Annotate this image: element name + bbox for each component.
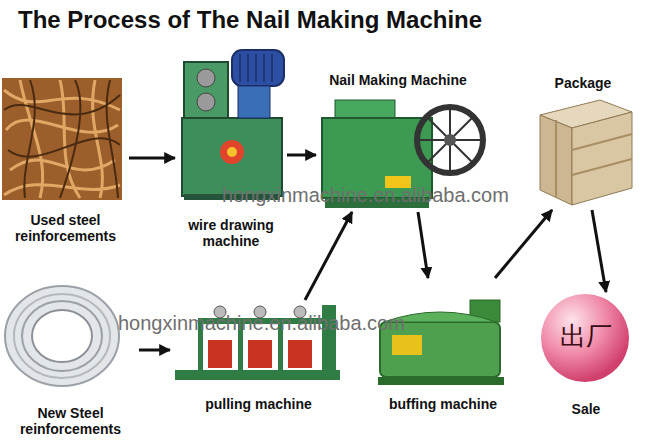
machine-rail: [175, 370, 340, 380]
drawing-block: [208, 340, 232, 368]
wire-coil-picture: [5, 286, 119, 386]
flywheel-hub: [444, 134, 456, 146]
node-caption: Package: [535, 75, 631, 91]
picture-node: New Steel reinforcements: [2, 278, 139, 440]
motor-fins: [240, 54, 272, 82]
coil-outer: [5, 286, 119, 386]
roller: [197, 69, 215, 87]
control-panel: [392, 335, 422, 355]
node-caption: Nail Making Machine: [319, 72, 477, 88]
flow-arrow: [139, 349, 170, 352]
rebar-shadows: [4, 80, 120, 198]
logo-mark: [220, 140, 244, 164]
flow-arrow: [305, 212, 352, 300]
watermark-holder: hongxinmachine.en.alibaba.com: [222, 184, 509, 207]
coil-ring: [22, 301, 102, 371]
watermark: hongxinmachine.en.alibaba.com: [118, 312, 405, 335]
flywheel-spokes: [417, 107, 483, 173]
flow-arrow: [592, 210, 606, 292]
node-caption: Used steel reinforcements: [5, 212, 126, 244]
diagram-title: The Process of The Nail Making Machine: [18, 6, 482, 34]
title-holder: The Process of The Nail Making Machine: [18, 6, 482, 34]
flow-arrow: [287, 154, 316, 157]
sphere-node: 出厂 Sale: [535, 292, 637, 420]
coil-ring: [14, 294, 110, 378]
flywheel: [417, 107, 483, 173]
flow-arrow: [129, 157, 175, 160]
node-caption: pulling machine: [173, 396, 344, 412]
node-caption: 出厂: [538, 322, 634, 352]
node-caption: buffing machine: [375, 396, 511, 412]
rebar-pile: [2, 78, 122, 200]
picture-node: Package: [532, 75, 634, 210]
picture-node: buffing machine: [372, 278, 514, 415]
flow-arrow: [495, 210, 552, 278]
wire-drawing-machine-picture: [182, 50, 284, 200]
crate-side: [572, 112, 632, 205]
drawing-block: [288, 340, 312, 368]
scrap-rebar-picture: [2, 78, 122, 200]
machine-base: [378, 377, 504, 385]
picture-node: Used steel reinforcements: [2, 72, 129, 247]
package-crate-picture: [540, 100, 632, 205]
gearbox: [238, 86, 270, 118]
crate-slats: [556, 120, 632, 197]
node-subcaption: Sale: [538, 401, 634, 417]
node-caption: New Steel reinforcements: [5, 405, 136, 437]
watermark-holder: hongxinmachine.en.alibaba.com: [118, 312, 405, 335]
node-caption: wire drawing machine: [178, 217, 284, 249]
roller-housing: [184, 62, 228, 118]
motor: [232, 50, 284, 86]
drawing-block: [248, 340, 272, 368]
watermark: hongxinmachine.en.alibaba.com: [222, 184, 509, 207]
coil-inner: [32, 310, 92, 362]
roller: [197, 93, 215, 111]
flow-arrow: [418, 212, 428, 278]
logo-center: [227, 147, 237, 157]
picture-node: wire drawing machine: [175, 40, 287, 252]
rebar-strands: [4, 80, 120, 198]
